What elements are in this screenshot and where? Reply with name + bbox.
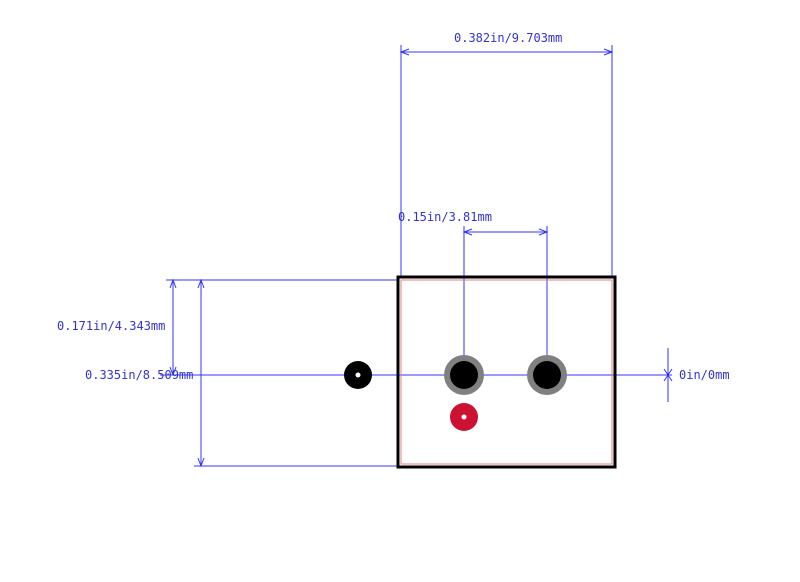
height-to-pin-label: 0.171in/4.343mm [57, 319, 165, 333]
offset-dimension [663, 348, 673, 402]
pin-pitch-dimension [462, 226, 549, 375]
overall-width-label: 0.382in/9.703mm [454, 31, 562, 45]
package-outline [396, 275, 617, 469]
pin1-marker [450, 403, 478, 431]
overall-height-dimension [194, 278, 398, 468]
courtyard-outline [400, 279, 613, 465]
pin-pitch-label: 0.15in/3.81mm [398, 210, 492, 224]
overall-width-dimension [399, 45, 614, 277]
offset-label: 0in/0mm [679, 368, 730, 382]
reference-hole [344, 361, 372, 389]
height-to-pin-dimension [166, 278, 398, 377]
pad-2 [527, 355, 567, 395]
pad-1 [444, 355, 484, 395]
overall-height-label: 0.335in/8.509mm [85, 368, 193, 382]
